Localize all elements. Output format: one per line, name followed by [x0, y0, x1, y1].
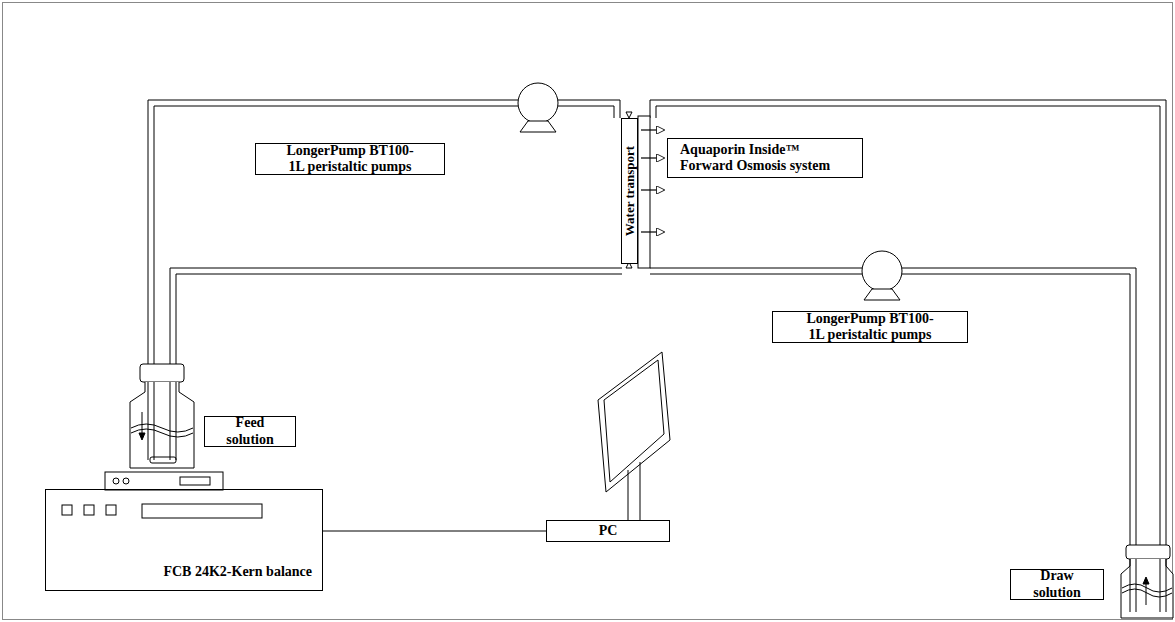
node-text: LongerPump BT100-1L peristaltic pumps: [799, 311, 941, 343]
node-text: Aquaporin Inside™ Forward Osmosis system: [680, 142, 850, 174]
node-text: Draw solution: [1017, 568, 1097, 600]
pump-label: LongerPump BT100-1L peristaltic pumps: [772, 311, 968, 343]
node-text: LongerPump BT100-1L peristaltic pumps: [280, 143, 420, 175]
pump-label: LongerPump BT100-1L peristaltic pumps: [255, 143, 445, 175]
node-text: PC: [599, 523, 618, 539]
solution-label: Feed solution: [204, 416, 296, 447]
node-text: Water transport: [622, 146, 637, 236]
solution-label: Draw solution: [1010, 569, 1104, 600]
membrane-module: Water transport: [621, 118, 638, 264]
computer-base: PC: [546, 520, 670, 542]
system-label: Aquaporin Inside™ Forward Osmosis system: [667, 138, 863, 178]
node-text: FCB 24K2-Kern balance: [163, 564, 312, 580]
cable: [323, 531, 546, 532]
balance: FCB 24K2-Kern balance: [45, 489, 323, 591]
node-text: Feed solution: [211, 415, 289, 447]
